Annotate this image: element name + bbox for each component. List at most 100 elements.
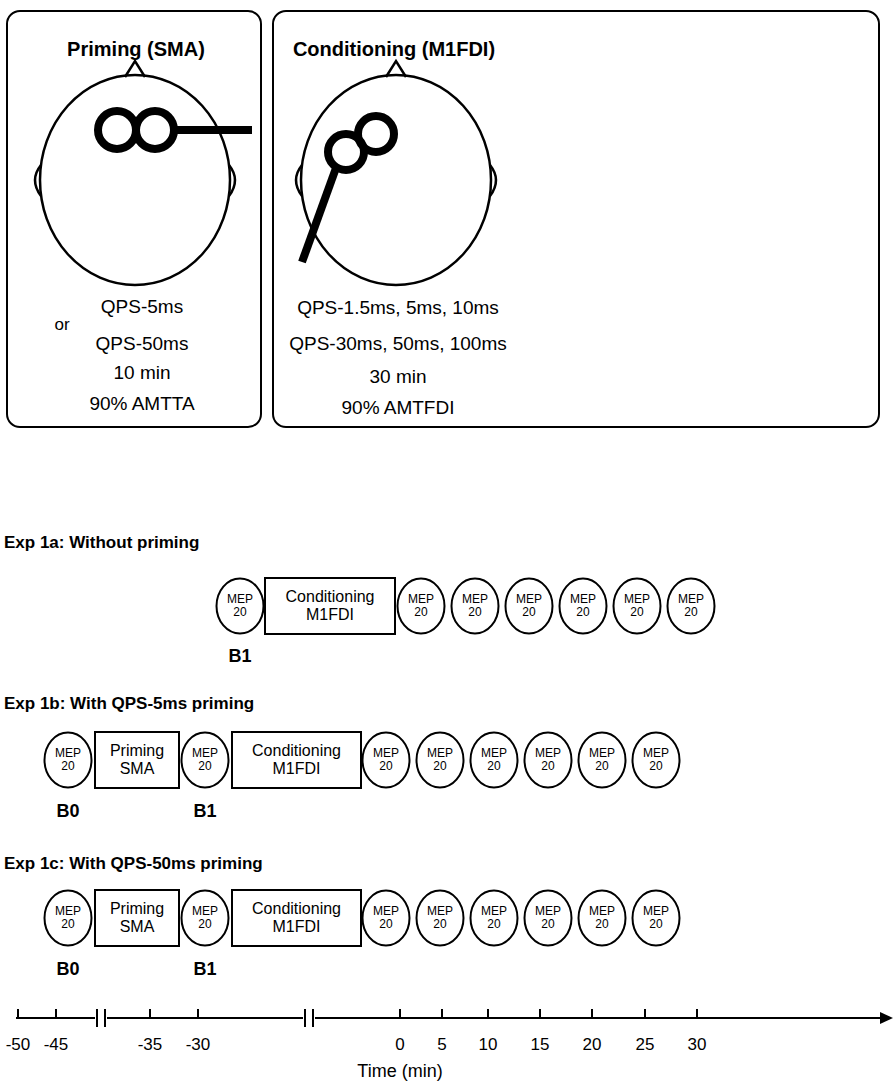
- axis-line: [16, 1017, 882, 1019]
- stimulation-text: Conditioning M1FDI: [286, 588, 375, 623]
- node-label-group: MEP 20: [192, 747, 218, 773]
- mep-circle: MEP 20: [469, 889, 519, 947]
- stimulation-text: Conditioning M1FDI: [252, 742, 341, 777]
- mep-circle: MEP 20: [504, 577, 554, 635]
- baseline-label: B0: [56, 960, 79, 980]
- mep-circle: MEP 20: [415, 889, 465, 947]
- baseline-label: B1: [193, 960, 216, 980]
- head-ear: [296, 165, 302, 196]
- circle-shape: [579, 733, 626, 788]
- protocol-text: 90% AMTTA: [89, 394, 194, 415]
- axis-break: [96, 1009, 98, 1027]
- circle-shape: [614, 579, 661, 634]
- head-ear: [490, 165, 496, 196]
- mep-circle: MEP 20: [361, 889, 411, 947]
- axis-arrowhead: [880, 1012, 893, 1024]
- stimulation-text: Priming SMA: [110, 742, 164, 777]
- panel-heading: Priming (SMA): [67, 38, 205, 60]
- mep-text: MEP 20: [373, 747, 399, 773]
- conditioning-panel: Conditioning (M1FDI)QPS-1.5ms, 5ms, 10ms…: [272, 10, 880, 428]
- time-axis: [16, 1009, 882, 1018]
- circle-shape: [525, 891, 572, 946]
- mep-text: MEP 20: [570, 593, 596, 619]
- mep-circle: MEP 20: [450, 577, 500, 635]
- mep-circle: MEP 20: [396, 577, 446, 635]
- circle-shape: [633, 733, 680, 788]
- mep-text: MEP 20: [643, 747, 669, 773]
- mep-text: MEP 20: [535, 905, 561, 931]
- stimulation-box: Priming SMA: [94, 731, 180, 789]
- head-nose: [386, 61, 406, 77]
- circle-shape: [417, 891, 464, 946]
- experiment-title: Exp 1a: Without priming: [4, 534, 199, 553]
- node-label-group: MEP 20: [643, 905, 669, 931]
- mep-circle: MEP 20: [631, 889, 681, 947]
- mep-circle: MEP 20: [523, 889, 573, 947]
- circle-shape: [182, 733, 229, 788]
- circle-shape: [217, 579, 264, 634]
- node-label-group: MEP 20: [373, 747, 399, 773]
- mep-circle: MEP 20: [523, 731, 573, 789]
- axis-tick: [591, 1009, 593, 1018]
- axis-tick: [441, 1009, 443, 1018]
- coil-handle: [174, 126, 252, 134]
- circle-shape: [506, 579, 553, 634]
- node-label-group: MEP 20: [227, 593, 253, 619]
- priming-head: [35, 61, 235, 285]
- axis-break-gap: [303, 1010, 315, 1026]
- head-outline: [40, 75, 230, 285]
- mep-text: MEP 20: [624, 593, 650, 619]
- mep-text: MEP 20: [227, 593, 253, 619]
- axis-tick-label: -35: [138, 1036, 163, 1055]
- node-label-group: Conditioning M1FDI: [252, 742, 341, 777]
- priming-panel: Priming (SMA)QPS-5msorQPS-50ms10 min90% …: [6, 10, 262, 428]
- mep-text: MEP 20: [481, 905, 507, 931]
- conditioning-coil: [302, 116, 394, 262]
- experiment-title: Exp 1b: With QPS-5ms priming: [4, 695, 254, 714]
- protocol-text: 30 min: [369, 367, 426, 388]
- mep-text: MEP 20: [516, 593, 542, 619]
- mep-circle: MEP 20: [666, 577, 716, 635]
- mep-circle: MEP 20: [631, 731, 681, 789]
- node-label-group: MEP 20: [481, 747, 507, 773]
- axis-tick-label: 25: [636, 1036, 655, 1055]
- axis-tick: [644, 1009, 646, 1018]
- mep-text: MEP 20: [192, 747, 218, 773]
- axis-tick: [539, 1009, 541, 1018]
- axis-break: [304, 1009, 306, 1027]
- head-ear: [229, 165, 235, 196]
- node-label-group: MEP 20: [589, 747, 615, 773]
- conditioning-head: [296, 61, 496, 285]
- mep-text: MEP 20: [55, 747, 81, 773]
- mep-text: MEP 20: [589, 905, 615, 931]
- experiment-title: Exp 1c: With QPS-50ms priming: [4, 855, 263, 874]
- axis-tick-label: 15: [531, 1036, 550, 1055]
- node-label-group: MEP 20: [516, 593, 542, 619]
- node-label-group: MEP 20: [570, 593, 596, 619]
- stimulation-text: Conditioning M1FDI: [252, 900, 341, 935]
- head-ear: [35, 165, 41, 196]
- axis-tick: [149, 1009, 151, 1018]
- axis-tick: [17, 1009, 19, 1018]
- node-label-group: Conditioning M1FDI: [286, 588, 375, 623]
- node-label-group: MEP 20: [535, 905, 561, 931]
- stimulation-box: Conditioning M1FDI: [231, 889, 362, 947]
- circle-shape: [363, 733, 410, 788]
- mep-circle: MEP 20: [180, 889, 230, 947]
- mep-text: MEP 20: [55, 905, 81, 931]
- node-label-group: MEP 20: [481, 905, 507, 931]
- mep-circle: MEP 20: [415, 731, 465, 789]
- axis-tick-label: 10: [479, 1036, 498, 1055]
- coil-handle: [302, 168, 336, 262]
- mep-text: MEP 20: [192, 905, 218, 931]
- protocol-text: or: [54, 316, 69, 335]
- circle-shape: [525, 733, 572, 788]
- axis-tick-label: -45: [44, 1036, 69, 1055]
- circle-shape: [45, 891, 92, 946]
- node-label-group: MEP 20: [589, 905, 615, 931]
- circle-shape: [417, 733, 464, 788]
- axis-tick-label: -30: [186, 1036, 211, 1055]
- head-nose: [125, 61, 145, 77]
- node-label-group: MEP 20: [55, 747, 81, 773]
